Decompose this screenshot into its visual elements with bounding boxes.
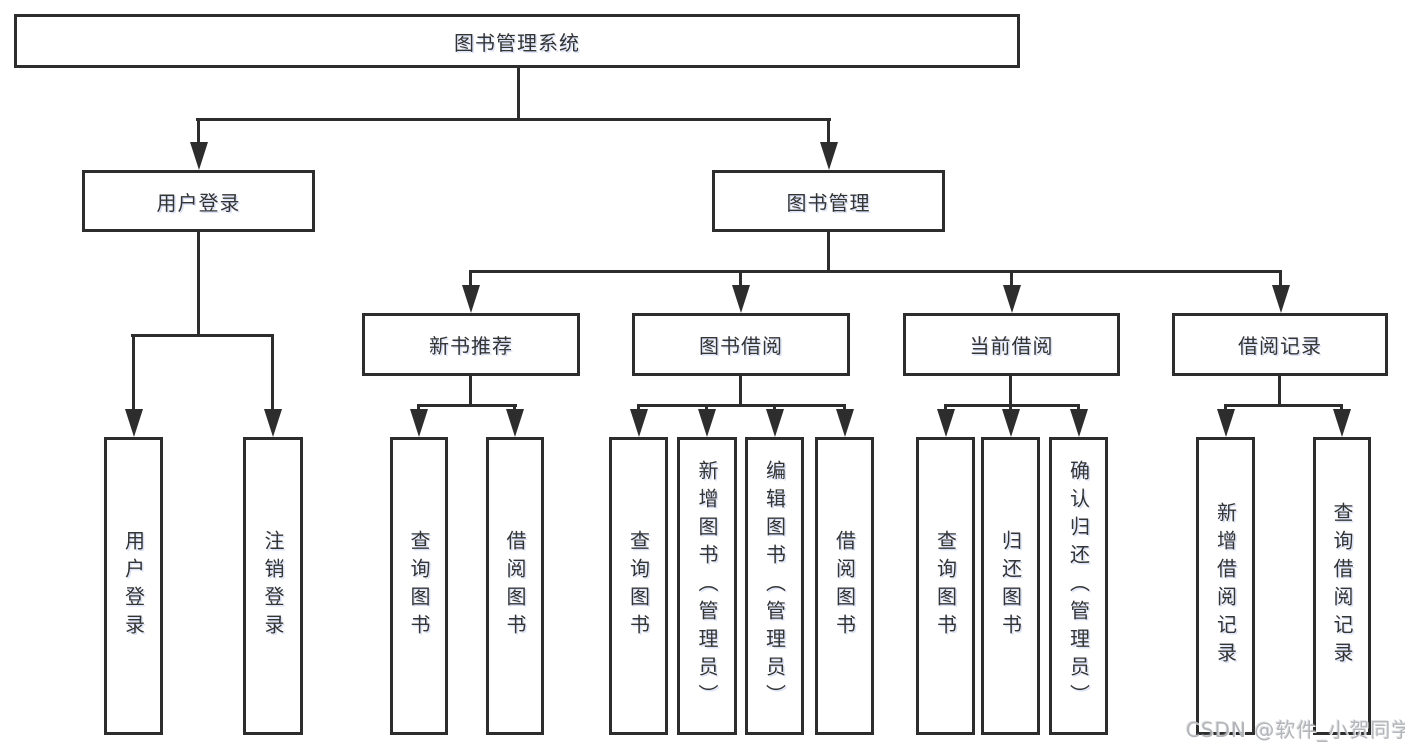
arrowhead-icon	[630, 409, 648, 437]
leaf-borrow-books-borrowing-label: 借阅图书	[832, 530, 857, 642]
connector-line	[773, 404, 776, 412]
node-root-label: 图书管理系统	[454, 30, 580, 55]
connector-line	[1278, 376, 1281, 407]
leaf-confirm-return-admin-label: 确认归还（管理员）	[1066, 460, 1091, 712]
leaf-query-books-current: 查询图书	[916, 437, 975, 735]
connector-line	[944, 404, 1080, 407]
connector-line	[197, 232, 200, 337]
connector-line	[513, 404, 516, 412]
node-borrowing-records: 借阅记录	[1172, 313, 1388, 376]
node-new-book-recommend-label: 新书推荐	[429, 334, 513, 358]
connector-line	[827, 118, 830, 145]
connector-line	[637, 404, 640, 412]
connector-line	[132, 334, 135, 411]
arrowhead-icon	[698, 409, 716, 437]
arrowhead-icon	[190, 142, 208, 170]
arrowhead-icon	[125, 409, 143, 437]
leaf-add-borrow-record-label: 新增借阅记录	[1213, 502, 1238, 670]
node-user-login: 用户登录	[82, 170, 315, 232]
leaf-confirm-return-admin: 确认归还（管理员）	[1049, 437, 1108, 735]
connector-line	[469, 270, 472, 287]
arrowhead-icon	[462, 285, 480, 313]
connector-line	[1009, 404, 1012, 412]
node-borrowing-records-label: 借阅记录	[1238, 334, 1322, 358]
arrowhead-icon	[836, 409, 854, 437]
connector-line	[517, 66, 520, 120]
connector-line	[1010, 270, 1013, 287]
connector-line	[1340, 404, 1343, 412]
connector-line	[1224, 404, 1227, 412]
node-book-borrowing-label: 图书借阅	[699, 334, 783, 358]
leaf-borrow-books-recommend: 借阅图书	[486, 437, 544, 735]
connector-line	[637, 404, 846, 407]
connector-line	[1009, 376, 1012, 407]
leaf-add-books-admin-label: 新增图书（管理员）	[695, 460, 719, 712]
connector-line	[1224, 404, 1343, 407]
arrowhead-icon	[766, 409, 784, 437]
connector-line	[1077, 404, 1080, 412]
leaf-user-login-label: 用户登录	[121, 530, 146, 642]
connector-line	[417, 404, 517, 407]
connector-line	[705, 404, 708, 412]
leaf-add-books-admin: 新增图书（管理员）	[677, 437, 737, 735]
connector-line	[944, 404, 947, 412]
arrowhead-icon	[1333, 409, 1351, 437]
arrowhead-icon	[1002, 409, 1020, 437]
leaf-edit-books-admin: 编辑图书（管理员）	[745, 437, 804, 735]
connector-line	[197, 118, 200, 145]
connector-line	[1279, 270, 1282, 287]
connector-line	[417, 404, 420, 412]
arrowhead-icon	[1217, 409, 1235, 437]
leaf-edit-books-admin-label: 编辑图书（管理员）	[762, 460, 787, 712]
node-root: 图书管理系统	[14, 14, 1020, 68]
arrowhead-icon	[506, 409, 524, 437]
connector-line	[469, 270, 1282, 273]
leaf-user-login: 用户登录	[104, 437, 163, 735]
leaf-logout-label: 注销登录	[261, 530, 285, 642]
leaf-query-books-current-label: 查询图书	[933, 530, 958, 642]
node-book-management: 图书管理	[712, 170, 945, 232]
leaf-query-books-borrowing: 查询图书	[609, 437, 668, 735]
leaf-add-borrow-record: 新增借阅记录	[1196, 437, 1255, 735]
connector-line	[196, 118, 831, 121]
arrowhead-icon	[410, 409, 428, 437]
arrowhead-icon	[732, 285, 750, 313]
node-user-login-label: 用户登录	[156, 190, 241, 215]
connector-line	[739, 270, 742, 287]
leaf-query-books-borrowing-label: 查询图书	[626, 530, 651, 642]
node-book-management-label: 图书管理	[786, 190, 871, 215]
connector-line	[739, 376, 742, 407]
arrowhead-icon	[937, 409, 955, 437]
arrowhead-icon	[820, 142, 838, 170]
csdn-watermark: CSDN @软件_小贺同学	[1186, 718, 1405, 742]
leaf-query-books-recommend: 查询图书	[390, 437, 448, 735]
leaf-borrow-books-recommend-label: 借阅图书	[503, 530, 527, 642]
arrowhead-icon	[1003, 285, 1021, 313]
leaf-return-books-label: 归还图书	[998, 530, 1023, 642]
connector-line	[271, 334, 274, 411]
connector-line	[827, 232, 830, 273]
connector-line	[131, 334, 274, 337]
connector-line	[843, 404, 846, 412]
leaf-borrow-books-borrowing: 借阅图书	[815, 437, 874, 735]
leaf-return-books: 归还图书	[981, 437, 1040, 735]
leaf-query-borrow-record-label: 查询借阅记录	[1330, 502, 1354, 670]
arrowhead-icon	[264, 409, 282, 437]
leaf-logout: 注销登录	[243, 437, 303, 735]
connector-line	[469, 376, 472, 407]
node-current-borrowing: 当前借阅	[903, 313, 1120, 376]
node-current-borrowing-label: 当前借阅	[969, 334, 1054, 358]
arrowhead-icon	[1070, 409, 1088, 437]
arrowhead-icon	[1272, 285, 1290, 313]
node-book-borrowing: 图书借阅	[632, 313, 850, 376]
leaf-query-books-recommend-label: 查询图书	[407, 530, 431, 642]
node-new-book-recommend: 新书推荐	[362, 313, 580, 376]
leaf-query-borrow-record: 查询借阅记录	[1313, 437, 1371, 735]
